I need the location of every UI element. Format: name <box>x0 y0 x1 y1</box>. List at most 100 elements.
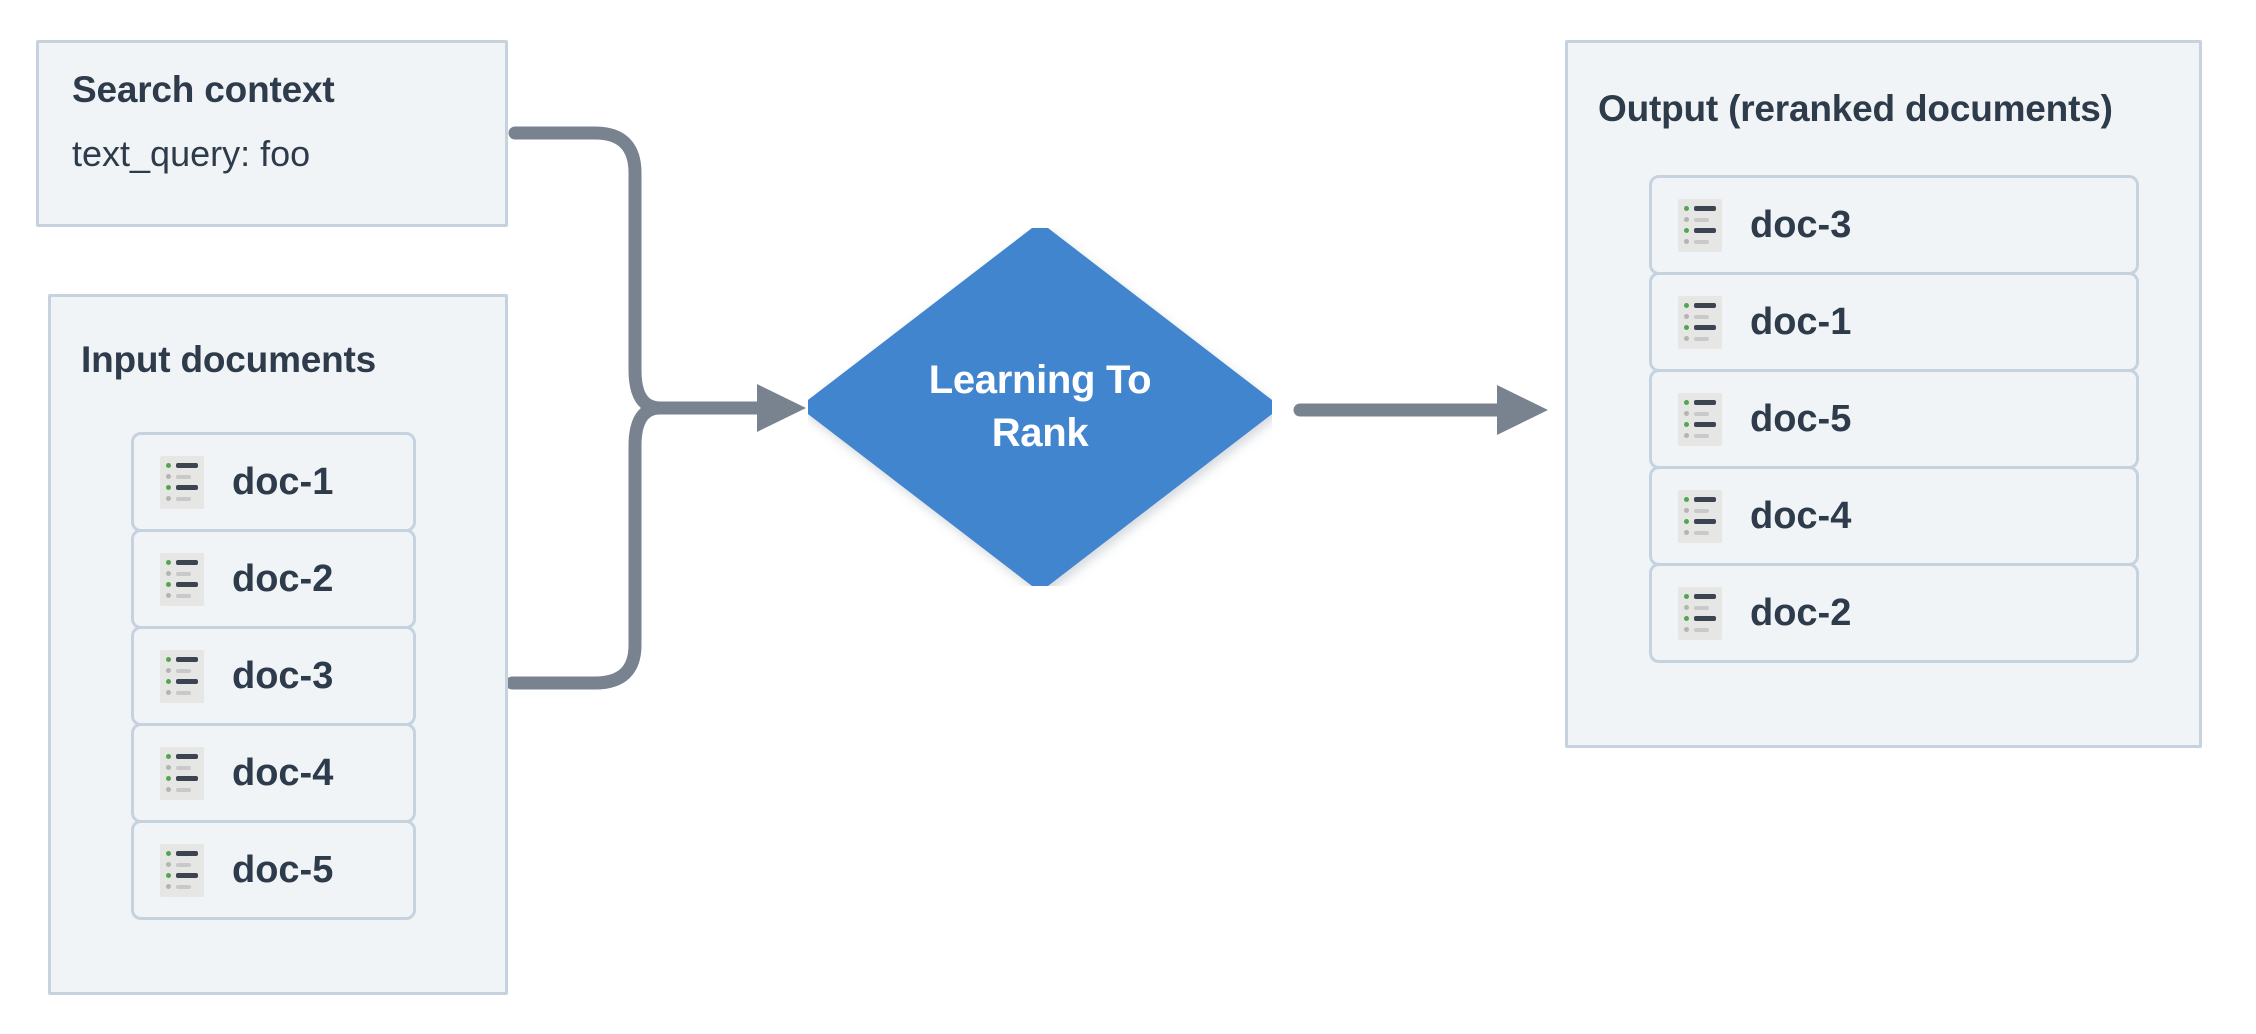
icon-bullet-green <box>1684 303 1689 308</box>
doc-item-label: doc-1 <box>232 460 334 503</box>
document-list-icon <box>1678 489 1722 543</box>
connector-ltr-to-output-arrowhead <box>1497 385 1548 435</box>
icon-row-4 <box>1684 433 1716 438</box>
icon-line-dark <box>176 776 198 781</box>
icon-bullet-grey <box>1684 336 1689 341</box>
doc-item-label: doc-5 <box>232 848 334 891</box>
icon-line-light <box>1694 530 1709 535</box>
doc-item-doc-2[interactable]: doc-2 <box>131 529 416 629</box>
icon-line-light <box>1694 217 1709 222</box>
doc-item-doc-1[interactable]: doc-1 <box>1649 272 2139 372</box>
icon-line-dark <box>176 851 198 856</box>
icon-line-dark <box>176 679 198 684</box>
document-list-icon <box>160 746 204 800</box>
icon-bullet-grey <box>166 496 171 501</box>
search-context-panel: Search context text_query: foo <box>36 40 508 227</box>
icon-bullet-green <box>1684 616 1689 621</box>
icon-row-1 <box>1684 303 1716 308</box>
icon-bullet-grey <box>1684 530 1689 535</box>
connector-input-documents-to-ltr <box>505 401 667 690</box>
doc-item-doc-3[interactable]: doc-3 <box>131 626 416 726</box>
icon-line-dark <box>1694 228 1716 233</box>
icon-row-3 <box>1684 519 1716 524</box>
icon-row-3 <box>166 679 198 684</box>
doc-item-label: doc-5 <box>1750 397 1852 440</box>
icon-line-dark <box>176 582 198 587</box>
icon-line-light <box>176 884 191 889</box>
icon-line-dark <box>176 485 198 490</box>
icon-bullet-grey <box>1684 217 1689 222</box>
doc-item-label: doc-3 <box>232 654 334 697</box>
icon-line-light <box>176 496 191 501</box>
icon-row-4 <box>166 496 198 501</box>
icon-bullet-green <box>166 485 171 490</box>
icon-line-dark <box>1694 400 1716 405</box>
icon-bullet-green <box>1684 497 1689 502</box>
icon-row-4 <box>166 884 198 889</box>
document-list-icon <box>160 649 204 703</box>
icon-line-light <box>1694 433 1709 438</box>
diamond-shape <box>808 228 1272 586</box>
icon-row-1 <box>1684 497 1716 502</box>
icon-bullet-green <box>1684 400 1689 405</box>
icon-bullet-green <box>166 463 171 468</box>
doc-item-doc-2[interactable]: doc-2 <box>1649 563 2139 663</box>
icon-row-2 <box>166 862 198 867</box>
icon-row-4 <box>166 690 198 695</box>
doc-item-doc-3[interactable]: doc-3 <box>1649 175 2139 275</box>
doc-item-doc-5[interactable]: doc-5 <box>1649 369 2139 469</box>
input-documents-list: doc-1 doc-2 doc-3 doc-4 doc-5 <box>131 432 416 920</box>
icon-row-3 <box>166 485 198 490</box>
icon-bullet-green <box>1684 422 1689 427</box>
icon-row-2 <box>166 668 198 673</box>
input-documents-title: Input documents <box>81 339 377 380</box>
icon-bullet-green <box>166 851 171 856</box>
icon-bullet-grey <box>166 862 171 867</box>
icon-line-light <box>176 474 191 479</box>
search-context-text-query: text_query: foo <box>72 133 311 174</box>
icon-bullet-grey <box>166 668 171 673</box>
icon-row-3 <box>1684 616 1716 621</box>
doc-item-doc-5[interactable]: doc-5 <box>131 820 416 920</box>
icon-line-dark <box>1694 206 1716 211</box>
doc-item-doc-1[interactable]: doc-1 <box>131 432 416 532</box>
icon-line-light <box>176 787 191 792</box>
doc-item-label: doc-2 <box>1750 591 1852 634</box>
icon-bullet-grey <box>166 787 171 792</box>
document-list-icon <box>1678 295 1722 349</box>
icon-row-1 <box>166 851 198 856</box>
icon-line-dark <box>176 754 198 759</box>
icon-row-2 <box>1684 314 1716 319</box>
icon-line-light <box>176 690 191 695</box>
icon-bullet-grey <box>1684 508 1689 513</box>
icon-bullet-green <box>1684 594 1689 599</box>
icon-row-1 <box>1684 400 1716 405</box>
icon-bullet-green <box>166 754 171 759</box>
icon-line-light <box>1694 336 1709 341</box>
icon-line-light <box>1694 411 1709 416</box>
learning-to-rank-node[interactable]: Learning To Rank <box>808 228 1272 586</box>
icon-row-1 <box>166 463 198 468</box>
icon-bullet-green <box>166 582 171 587</box>
icon-bullet-green <box>166 657 171 662</box>
icon-bullet-green <box>1684 519 1689 524</box>
doc-item-doc-4[interactable]: doc-4 <box>131 723 416 823</box>
document-list-icon <box>1678 586 1722 640</box>
icon-line-dark <box>176 463 198 468</box>
document-list-icon <box>160 843 204 897</box>
doc-item-doc-4[interactable]: doc-4 <box>1649 466 2139 566</box>
doc-item-label: doc-1 <box>1750 300 1852 343</box>
icon-row-4 <box>1684 336 1716 341</box>
icon-row-4 <box>1684 530 1716 535</box>
icon-row-3 <box>166 776 198 781</box>
icon-bullet-green <box>166 679 171 684</box>
icon-line-dark <box>1694 594 1716 599</box>
icon-line-light <box>176 593 191 598</box>
icon-line-light <box>176 668 191 673</box>
icon-row-4 <box>166 787 198 792</box>
icon-bullet-grey <box>166 690 171 695</box>
icon-row-3 <box>166 582 198 587</box>
icon-line-dark <box>1694 422 1716 427</box>
icon-line-light <box>1694 314 1709 319</box>
